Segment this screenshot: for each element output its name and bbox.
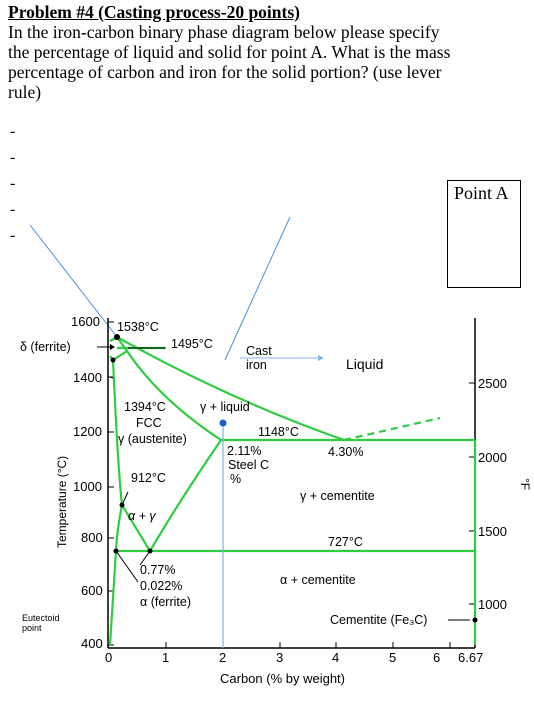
label-alpha-gamma: α + γ	[128, 509, 156, 523]
a3-line	[111, 359, 151, 552]
c-tick-400: 400	[81, 636, 103, 651]
cast-iron-arrowhead	[318, 355, 324, 361]
point-a-box: Point A	[447, 180, 521, 288]
problem-line-2: the percentage of liquid and solid for p…	[8, 42, 451, 62]
label-0-77: 0.77%	[140, 563, 175, 577]
label-delta-ferrite: δ (ferrite)	[20, 340, 71, 354]
x-axis-label: Carbon (% by weight)	[220, 671, 345, 686]
point-a-pointer-line-2	[29, 224, 118, 338]
label-liquid: Liquid	[346, 356, 383, 372]
x-tick-2: 2	[219, 650, 226, 665]
label-1148: 1148°C	[258, 425, 299, 439]
phase-boundaries	[108, 335, 477, 646]
x-tick-1: 1	[162, 650, 169, 665]
carbon-ticks	[165, 642, 451, 648]
label-eutectoid-2: point	[22, 623, 42, 633]
label-0-022: 0.022%	[140, 579, 182, 593]
label-alpha-cementite: α + cementite	[280, 573, 356, 587]
problem-title: Problem #4 (Casting process-20 points)	[8, 2, 300, 22]
point-a-marker	[219, 419, 227, 427]
right-axis-label: °F	[518, 478, 532, 490]
c-tick-1600: 1600	[71, 314, 100, 329]
problem-line-3: percentage of carbon and iron for the so…	[8, 62, 442, 82]
c-tick-600: 600	[81, 583, 103, 598]
label-1394: 1394°C	[124, 400, 166, 414]
x-tick-6-67: 6.67	[458, 650, 483, 665]
x-tick-3: 3	[276, 650, 283, 665]
c0022-pointer	[115, 550, 139, 583]
label-austenite: γ (austenite)	[118, 432, 187, 446]
c077-pointer	[139, 550, 151, 566]
liquidus-right	[343, 416, 441, 442]
liquidus-left	[116, 336, 345, 442]
label-cast-iron-2: iron	[246, 358, 267, 372]
label-alpha-ferrite: α (ferrite)	[140, 595, 191, 609]
problem-line-4: rule)	[8, 82, 42, 102]
label-2-11: 2.11%	[227, 444, 262, 458]
x-tick-0: 0	[105, 650, 112, 665]
answer-dash: -	[10, 123, 16, 140]
solidus	[126, 350, 222, 441]
c-tick-1400: 1400	[73, 370, 102, 385]
c-tick-1200: 1200	[73, 424, 102, 439]
label-cast-iron-1: Cast	[246, 344, 272, 358]
f-tick-2500: 2500	[478, 376, 507, 391]
c-tick-800: 800	[81, 530, 103, 545]
label-eutectoid-1: Eutectoid	[22, 613, 60, 623]
f-tick-2000: 2000	[478, 450, 507, 465]
y-axis-label: Temperature (°C)	[55, 456, 69, 548]
answer-dash-list: - - - - -	[10, 124, 30, 254]
delta-pointer-head	[110, 344, 115, 350]
label-steel-2: %	[230, 472, 241, 486]
point-a-label: Point A	[454, 183, 509, 203]
x-tick-5: 5	[389, 650, 396, 665]
acm-line	[149, 439, 222, 552]
label-1495: 1495°C	[171, 337, 213, 351]
label-gamma-liquid: γ + liquid	[200, 400, 250, 414]
f-tick-1500: 1500	[478, 524, 507, 539]
label-fcc: FCC	[136, 416, 162, 430]
t912-pointer	[121, 491, 129, 506]
problem-statement: Problem #4 (Casting process-20 points) I…	[8, 2, 528, 102]
label-gamma-cementite: γ + cementite	[300, 489, 375, 503]
label-4-30: 4.30%	[328, 445, 363, 459]
point-a-pointer-line	[224, 216, 291, 361]
answer-dash: -	[10, 175, 16, 192]
label-1538: 1538°C	[117, 320, 159, 334]
label-steel-1: Steel C	[228, 458, 269, 472]
answer-dash: -	[10, 227, 16, 244]
cementite-point	[472, 617, 478, 623]
problem-line-1: In the iron-carbon binary phase diagram …	[8, 22, 440, 42]
x-tick-6: 6	[433, 650, 440, 665]
label-727: 727°C	[328, 535, 363, 549]
t1394-pointer	[109, 376, 114, 379]
f-tick-1000: 1000	[478, 597, 507, 612]
answer-dash: -	[10, 149, 16, 166]
answer-dash: -	[10, 201, 16, 218]
x-tick-4: 4	[332, 650, 339, 665]
label-cementite: Cementite (Fe₃C)	[330, 613, 427, 627]
label-912: 912°C	[131, 471, 166, 485]
c-tick-1000: 1000	[73, 479, 102, 494]
alpha-boundary	[108, 504, 124, 646]
